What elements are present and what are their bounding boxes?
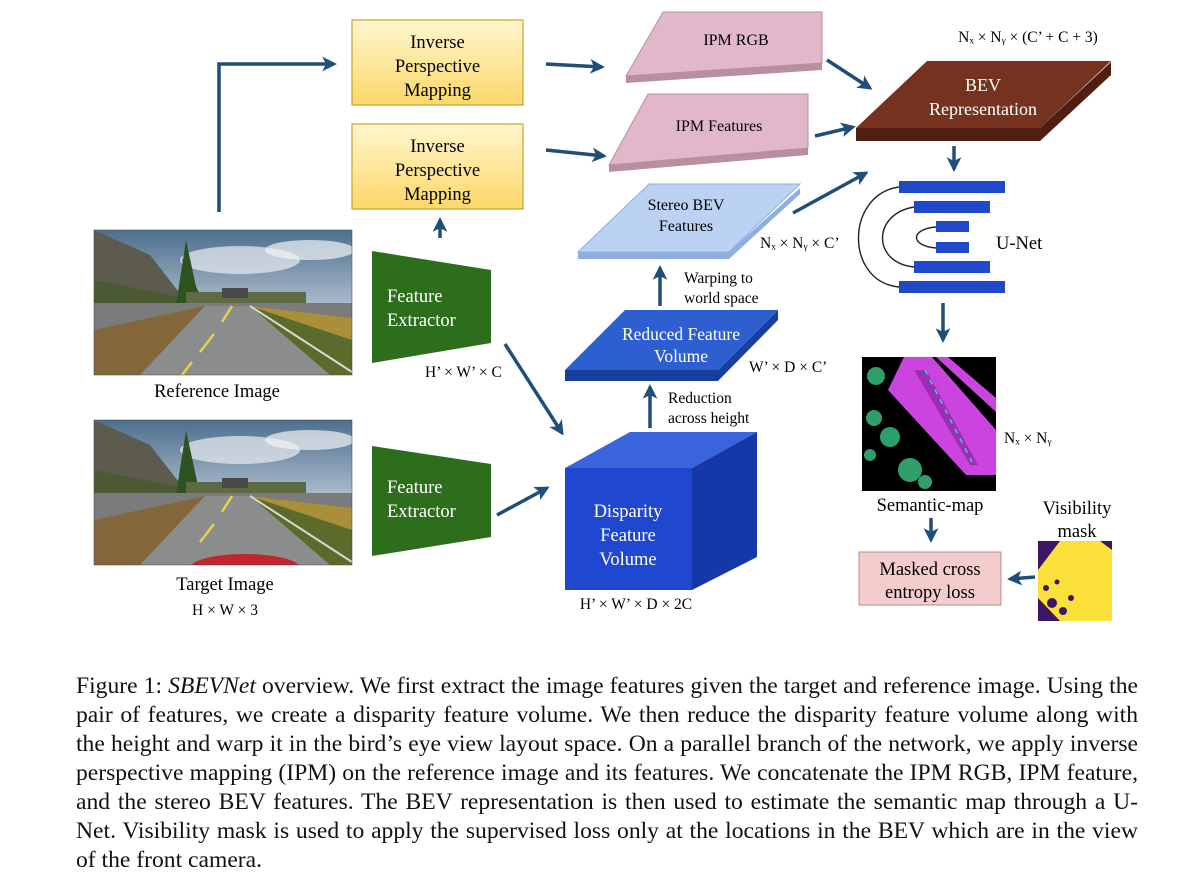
warping-line1: Warping to <box>684 270 753 287</box>
feature-extractor-2: Feature Extractor <box>372 446 491 556</box>
sbevnet-diagram: Inverse Perspective Mapping Inverse Pers… <box>93 11 1113 621</box>
target-image <box>94 420 352 565</box>
reduced-line1: Reduced Feature <box>622 324 740 344</box>
visibility-line2: mask <box>1057 522 1097 542</box>
disparity-dims: H’ × W’ × D × 2C <box>580 596 692 613</box>
fe1-line2: Extractor <box>387 311 456 331</box>
arrow-mask-to-loss <box>1007 570 1036 586</box>
target-dims: H × W × 3 <box>192 602 258 619</box>
ipm-features-label: IPM Features <box>676 118 763 135</box>
unet-bar-2 <box>914 201 990 213</box>
stereo-line2: Features <box>659 218 713 235</box>
ipm-rgb-label: IPM RGB <box>703 32 768 49</box>
caption-text: overview. We first extract the image fea… <box>76 672 1138 873</box>
arrow-ipm-to-features <box>545 147 607 163</box>
ipm-box-top: Inverse Perspective Mapping <box>351 19 524 106</box>
loss-line2: entropy loss <box>885 583 975 603</box>
loss-box: Masked cross entropy loss <box>858 551 1002 606</box>
reduced-feature-volume: Reduced Feature Volume <box>565 310 778 381</box>
disparity-line3: Volume <box>599 550 656 570</box>
semantic-map <box>862 357 996 491</box>
fe2-line2: Extractor <box>387 502 456 522</box>
caption-label: Figure 1: <box>76 672 163 699</box>
figure-caption: Figure 1: SBEVNet overview. We first ext… <box>76 672 1138 875</box>
reduced-dims: W’ × D × C’ <box>749 359 827 376</box>
feature-extractor-1: Feature Extractor <box>372 251 491 363</box>
unet-bar-1 <box>899 181 1005 193</box>
ipm-bottom-line2: Perspective <box>395 161 480 181</box>
ipm-box-bottom: Inverse Perspective Mapping <box>351 123 524 210</box>
feature-dims: H’ × W’ × C <box>425 364 502 381</box>
ipm-top-line3: Mapping <box>404 81 471 101</box>
reference-image-label: Reference Image <box>154 382 280 402</box>
ipm-bottom-line3: Mapping <box>404 185 471 205</box>
semantic-map-label: Semantic-map <box>877 496 984 516</box>
bev-line2: Representation <box>929 99 1037 119</box>
target-image-label: Target Image <box>176 575 274 595</box>
arrows <box>217 56 1036 586</box>
reference-image <box>94 230 352 375</box>
stereo-dims: Nₓ × Nᵧ × C’ <box>760 235 839 252</box>
ipm-top-line2: Perspective <box>395 57 480 77</box>
arrow-fe1-to-disparity <box>503 343 564 436</box>
arrow-stereo-to-bev <box>792 171 869 215</box>
arrow-feat-to-bev <box>814 122 856 138</box>
unet-bar-6 <box>899 281 1005 293</box>
visibility-mask <box>1038 541 1112 621</box>
reduced-line2: Volume <box>654 346 708 366</box>
bev-line1: BEV <box>965 75 1001 95</box>
reduction-line1: Reduction <box>668 390 732 407</box>
ipm-features-plane: IPM Features <box>608 93 809 172</box>
disparity-line2: Feature <box>600 526 655 546</box>
bev-representation: BEV Representation <box>856 61 1111 141</box>
loss-line1: Masked cross <box>879 560 980 580</box>
unet-bar-3 <box>936 221 969 232</box>
stereo-bev-plane: Stereo BEV Features <box>576 183 802 259</box>
ipm-bottom-line1: Inverse <box>410 137 464 157</box>
reduction-line2: across height <box>668 410 750 427</box>
arrow-fe2-to-disparity <box>496 486 550 517</box>
visibility-line1: Visibility <box>1043 499 1113 519</box>
unet-label: U-Net <box>996 234 1043 254</box>
arrow-ipm-to-rgb <box>545 59 605 74</box>
fe2-line1: Feature <box>387 478 442 498</box>
unet: U-Net <box>857 181 1043 293</box>
stereo-line1: Stereo BEV <box>648 197 725 214</box>
warping-line2: world space <box>684 290 759 307</box>
disparity-line1: Disparity <box>594 502 664 522</box>
semantic-dims: Nₓ × Nᵧ <box>1004 430 1052 447</box>
disparity-feature-volume: Disparity Feature Volume <box>565 432 757 590</box>
unet-bar-5 <box>914 261 990 273</box>
unet-bar-4 <box>936 242 969 253</box>
caption-name: SBEVNet <box>168 672 256 699</box>
bev-dims: Nₓ × Nᵧ × (C’ + C + 3) <box>958 29 1098 46</box>
arrow-ref-to-ipm <box>217 56 337 212</box>
ipm-rgb-plane: IPM RGB <box>625 11 823 83</box>
fe1-line1: Feature <box>387 287 442 307</box>
ipm-top-line1: Inverse <box>410 33 464 53</box>
arrow-rgb-to-bev <box>826 58 873 90</box>
